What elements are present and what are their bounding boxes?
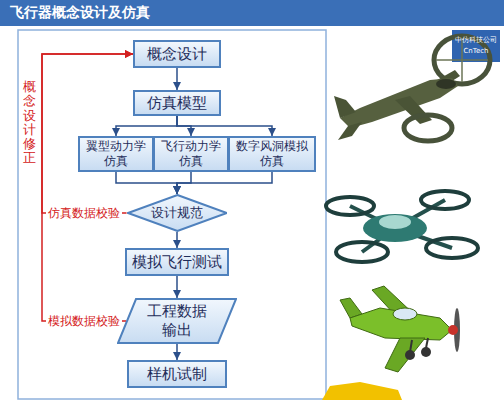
text-holder: 仿真模型 xyxy=(147,94,207,113)
spinner xyxy=(448,325,458,335)
text-holder: 样机试制 xyxy=(147,365,207,384)
process-box: 模拟飞行测试 xyxy=(125,248,229,276)
rotor-ring xyxy=(336,242,388,262)
flow-arrow xyxy=(177,172,272,194)
text-holder: 工程数据 输出 xyxy=(145,302,209,340)
text-holder: 数字风洞模拟 仿真 xyxy=(234,139,310,169)
node-text: 数字风洞模拟 仿真 xyxy=(234,139,310,169)
node-text: 设计规范 xyxy=(151,205,203,221)
canopy xyxy=(393,308,417,320)
sim-box: 数字风洞模拟 仿真 xyxy=(228,136,316,172)
gear-leg xyxy=(426,338,428,348)
title-bar xyxy=(0,0,504,26)
sim-box: 翼型动力学 仿真 xyxy=(78,136,154,172)
node-text: 样机试制 xyxy=(147,365,207,384)
wheel xyxy=(421,347,431,357)
flow-arrow xyxy=(177,116,272,136)
text-holder: 翼型动力学 仿真 xyxy=(84,139,148,169)
plane-picture xyxy=(340,286,460,372)
flow-arrow xyxy=(176,68,178,90)
logo-text: CnTech xyxy=(452,47,500,55)
yellow-plane-part xyxy=(322,382,402,400)
node-text: 概念设计 xyxy=(147,45,207,64)
tail-fin xyxy=(338,122,362,140)
shape-outline xyxy=(128,195,227,231)
node-text: 翼型动力学 仿真 xyxy=(84,139,148,169)
diagram-panel xyxy=(18,30,326,399)
feedback-arrow xyxy=(42,54,133,321)
flow-arrow xyxy=(116,116,177,136)
flow-arrow xyxy=(176,232,178,248)
process-box: 样机试制 xyxy=(127,360,227,388)
rotor-ring xyxy=(426,238,478,258)
tail-fin xyxy=(334,96,356,118)
wing xyxy=(385,338,425,372)
flow-arrow xyxy=(176,276,178,298)
concept-box: 概念设计 xyxy=(133,40,221,68)
side-note: 概念设计修正 xyxy=(23,80,36,166)
model-box: 仿真模型 xyxy=(133,90,221,116)
flow-arrow xyxy=(116,172,177,194)
text-holder: 飞行动力学 仿真 xyxy=(159,139,223,169)
decision-diamond: 设计规范 xyxy=(127,194,228,232)
text-holder: 模拟飞行测试 xyxy=(132,253,222,272)
title-text: 飞行器概念设计及仿真 xyxy=(10,4,150,22)
canopy xyxy=(379,215,411,229)
logo-text: 中仿科技公司 xyxy=(452,35,500,45)
io-parallelogram: 工程数据 输出 xyxy=(117,298,237,344)
rotor-ring xyxy=(326,197,374,215)
canopy xyxy=(436,79,456,89)
rotor-ring xyxy=(421,191,469,209)
edge-label: 仿真数据校验 xyxy=(46,205,122,222)
body xyxy=(363,214,427,242)
fuselage xyxy=(350,308,452,340)
wheel xyxy=(405,350,415,360)
node-text: 飞行动力学 仿真 xyxy=(159,139,223,169)
feedback-arrow xyxy=(42,54,133,213)
node-text: 仿真模型 xyxy=(147,94,207,113)
text-holder: 概念设计 xyxy=(147,45,207,64)
rotor-blade xyxy=(436,59,488,61)
quadcopter-picture xyxy=(326,191,478,262)
text-holder: 设计规范 xyxy=(151,205,203,221)
node-text: 模拟飞行测试 xyxy=(132,253,222,272)
fuselage xyxy=(340,78,458,128)
node-text: 工程数据 输出 xyxy=(145,302,209,340)
shape-outline xyxy=(118,299,236,343)
flow-arrow xyxy=(176,344,178,360)
sim-box: 飞行动力学 仿真 xyxy=(153,136,229,172)
rotor-ring xyxy=(404,115,452,141)
edge-label: 模拟数据校验 xyxy=(46,313,122,330)
